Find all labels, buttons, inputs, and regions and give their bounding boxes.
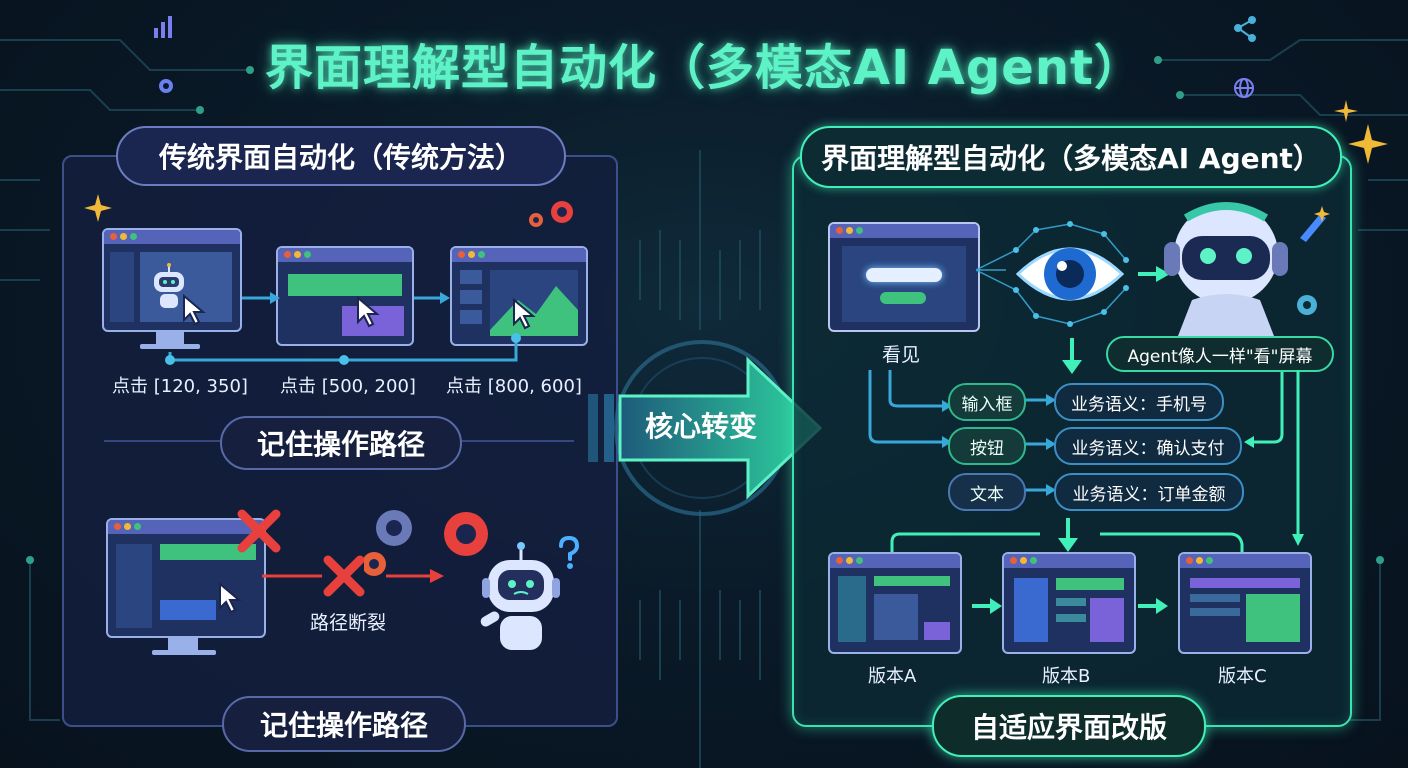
robot-icon-confused (480, 542, 560, 650)
browser-window-3 (450, 246, 588, 346)
eye-to-agent-arrow (1138, 266, 1170, 282)
pen-sparkle-icon (1300, 206, 1330, 242)
ai-agent-panel-title: 界面理解型自动化（多模态AI Agent） (800, 126, 1342, 188)
chart-icon (154, 16, 172, 38)
broken-monitor-stand (168, 636, 198, 650)
version-a-window (828, 552, 962, 654)
memory-label-top: 记住操作路径 (220, 416, 462, 470)
element-flow-arrows (868, 338, 1304, 546)
cursor-icon (357, 296, 380, 328)
page-title: 界面理解型自动化（多模态AI Agent） (265, 40, 1143, 96)
sparkle-icon (84, 194, 112, 222)
network-icon (1234, 16, 1256, 42)
robot-icon-small (154, 263, 184, 308)
cross-icon (323, 555, 365, 597)
traditional-panel-title: 传统界面自动化（传统方法） (116, 126, 566, 186)
cross-icon (237, 509, 281, 553)
semantic-tag-order-amount: 业务语义：订单金额 (1054, 473, 1244, 511)
semantic-tag-confirm-pay: 业务语义：确认支付 (1054, 427, 1242, 465)
core-change-arrow (588, 340, 823, 516)
seen-screen-window (828, 222, 980, 332)
element-tag-text: 文本 (948, 473, 1026, 511)
question-icon (559, 536, 580, 569)
adaptive-ui-label: 自适应界面改版 (932, 695, 1206, 757)
eye-icon (976, 221, 1129, 327)
cursor-icon (513, 298, 536, 330)
browser-window-2 (276, 246, 414, 346)
path-broken-label: 路径断裂 (310, 612, 387, 634)
version-b-label: 版本B (1042, 666, 1091, 687)
version-c-label: 版本C (1218, 666, 1267, 687)
cursor-icon (219, 582, 242, 614)
gear-icon (364, 510, 488, 576)
memory-label-bottom: 记住操作路径 (222, 696, 466, 752)
element-tag-button: 按钮 (948, 427, 1026, 465)
version-b-window (1002, 552, 1136, 654)
gear-icon (529, 201, 573, 227)
version-a-label: 版本A (868, 666, 917, 687)
broken-path-arrow (262, 569, 444, 583)
agent-caption: Agent像人一样"看"屏幕 (1106, 336, 1334, 372)
sparkle-icon (1334, 100, 1388, 164)
broken-monitor-base (152, 650, 216, 655)
click-label-2: 点击 [500, 200] (280, 376, 416, 397)
monitor-base-1 (140, 344, 200, 349)
monitor-stand-1 (156, 330, 184, 344)
version-flow-arrows (890, 518, 1244, 614)
click-label-1: 点击 [120, 350] (112, 376, 248, 397)
globe-icon (1234, 78, 1254, 98)
path-connectors (165, 292, 521, 365)
element-tag-input: 输入框 (948, 383, 1026, 421)
semantic-tag-phone: 业务语义：手机号 (1054, 383, 1224, 421)
see-label: 看见 (882, 344, 921, 366)
core-change-label: 核心转变 (644, 410, 757, 443)
cursor-icon (183, 294, 206, 326)
robot-icon-agent (1164, 202, 1288, 336)
click-label-3: 点击 [800, 600] (446, 376, 582, 397)
gear-icon (1297, 295, 1317, 315)
version-c-window (1178, 552, 1312, 654)
broken-monitor-window (106, 518, 266, 638)
